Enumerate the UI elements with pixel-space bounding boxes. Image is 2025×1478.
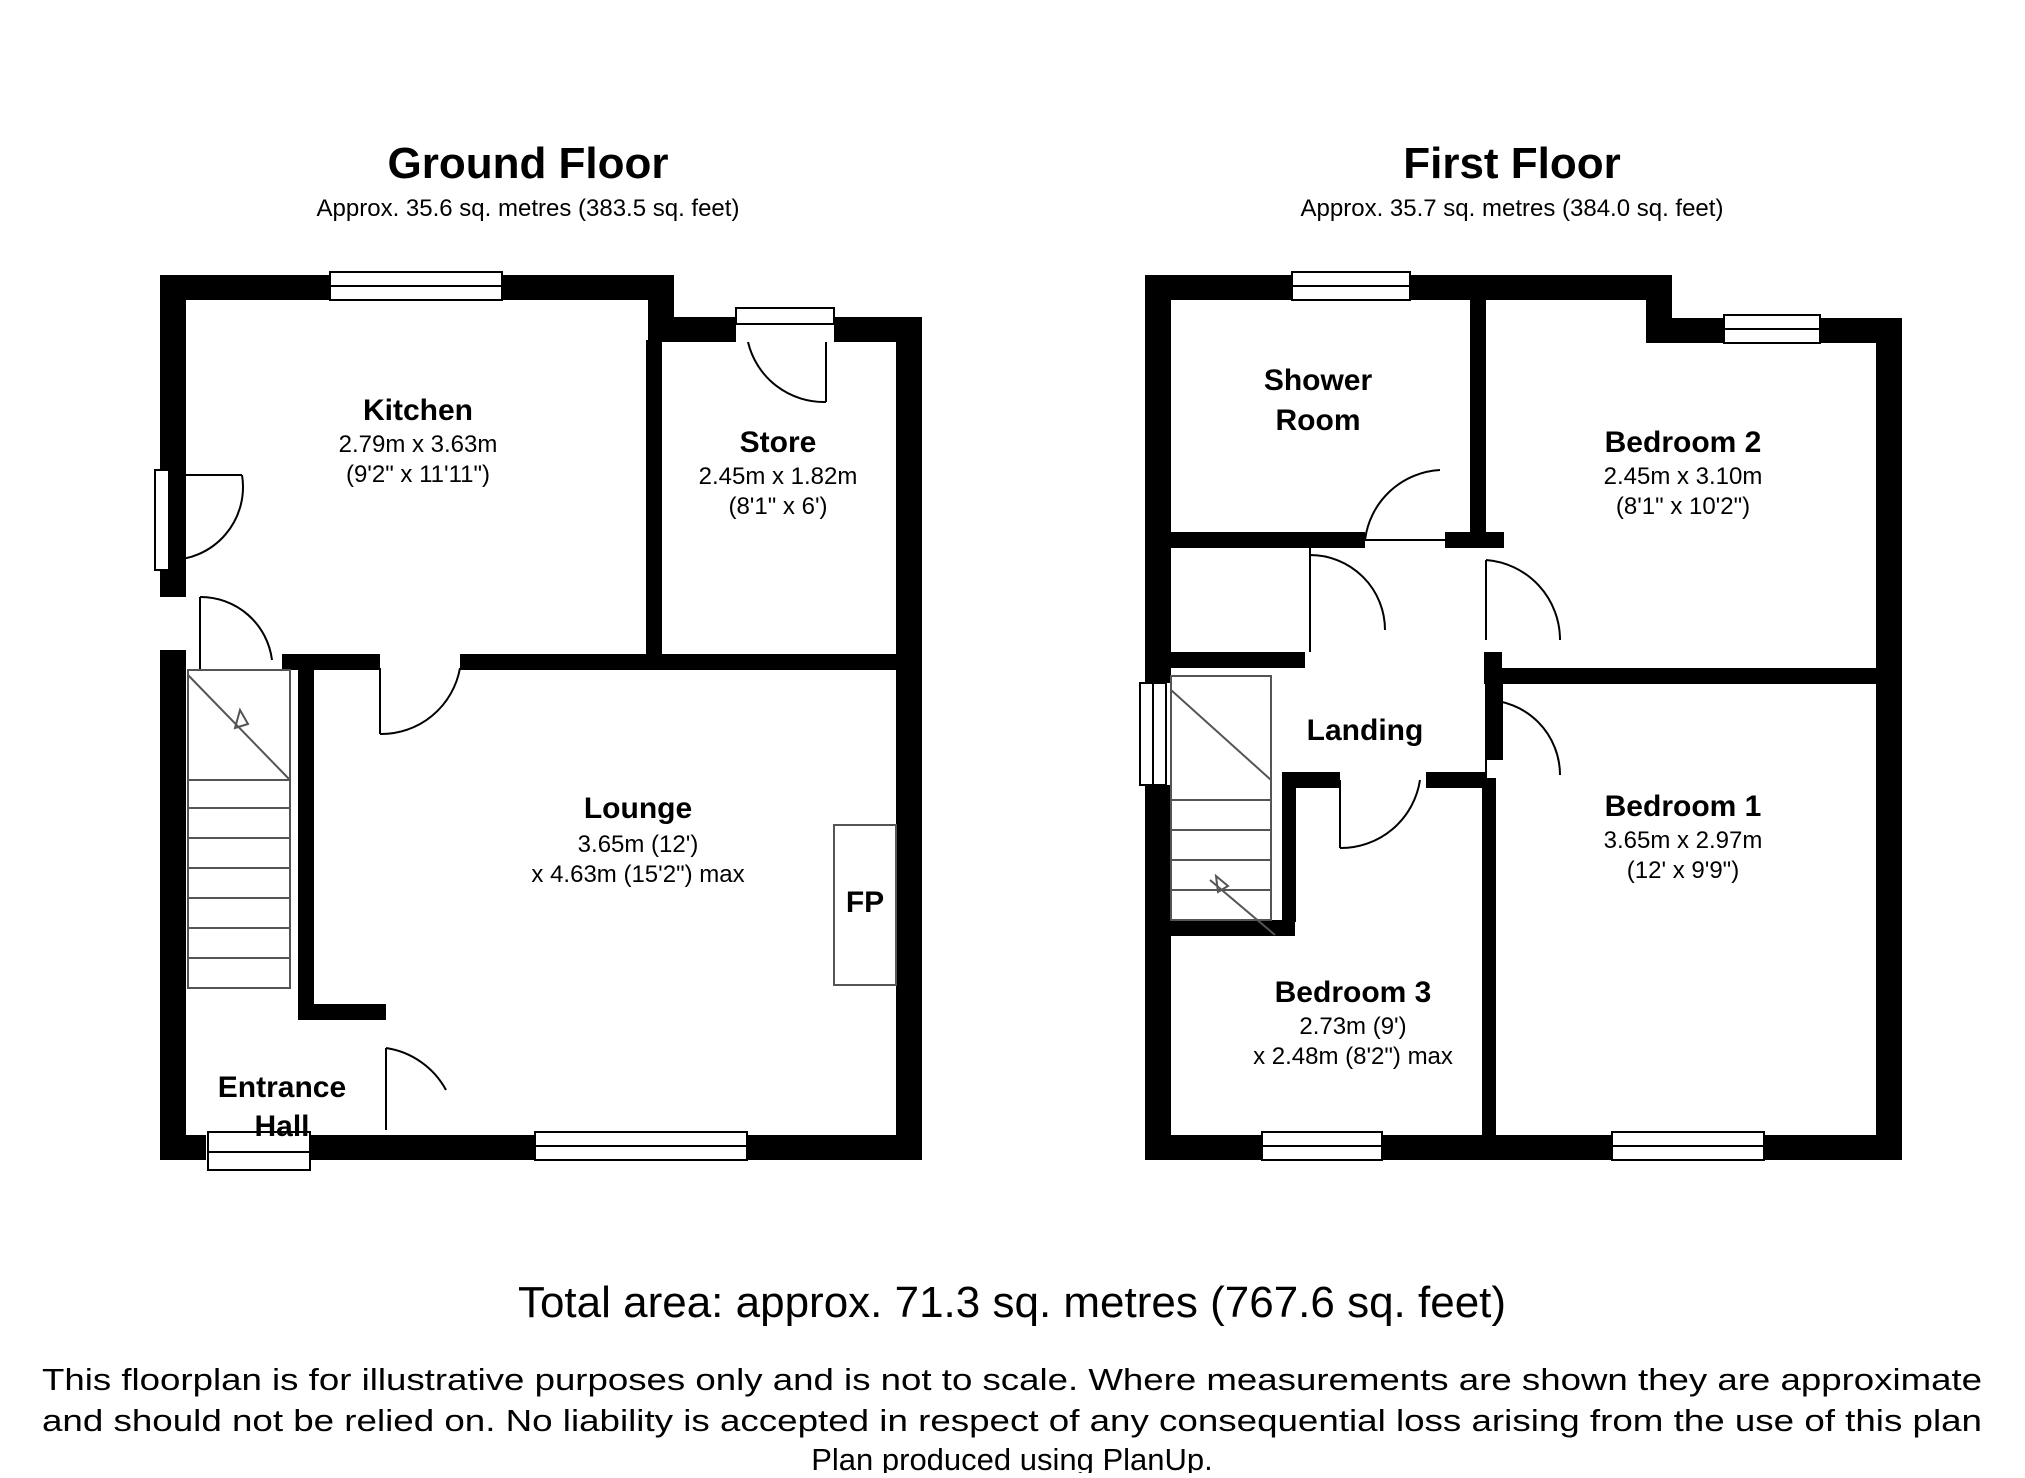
store-dimensions: 2.45m x 1.82m (699, 463, 858, 490)
fireplace-label: FP (846, 886, 884, 919)
total-area: Total area: approx. 71.3 sq. metres (767… (518, 1278, 1506, 1327)
store-dimensions-imperial: (8'1" x 6') (728, 493, 827, 520)
kitchen-dimensions: 2.79m x 3.63m (339, 431, 498, 458)
bedroom1-label: Bedroom 1 (1605, 790, 1762, 823)
ground-floor-plan: Ground Floor Approx. 35.6 sq. metres (38… (154, 139, 922, 1171)
bedroom2-label: Bedroom 2 (1605, 426, 1762, 459)
ground-floor-area: Approx. 35.6 sq. metres (383.5 sq. feet) (317, 195, 740, 222)
entrance-hall-label: Entrance (218, 1071, 346, 1104)
store-window (735, 307, 835, 325)
bedroom2-dimensions-imperial: (8'1" x 10'2") (1616, 493, 1750, 520)
bedroom1-dimensions-imperial: (12' x 9'9") (1627, 857, 1739, 884)
first-floor-doors (1309, 469, 1562, 850)
landing-label: Landing (1307, 714, 1424, 747)
bedroom3-dimensions: 2.73m (9') (1299, 1013, 1406, 1040)
disclaimer-line-3: Plan produced using PlanUp. (811, 1442, 1213, 1473)
lounge-label: Lounge (584, 792, 692, 825)
first-floor-area: Approx. 35.7 sq. metres (384.0 sq. feet) (1301, 195, 1724, 222)
ground-floor-stairs (187, 669, 291, 989)
first-floor-stairs (1170, 675, 1276, 936)
lounge-dimensions-max: x 4.63m (15'2") max (531, 861, 744, 888)
fireplace (833, 824, 897, 986)
first-floor-walls (1145, 275, 1902, 1160)
bedroom3-label: Bedroom 3 (1275, 976, 1432, 1009)
disclaimer-line-1: This floorplan is for illustrative purpo… (42, 1362, 1982, 1397)
shower-room-label: Shower (1264, 364, 1373, 397)
bedroom2-dimensions: 2.45m x 3.10m (1604, 463, 1763, 490)
bedroom1-dimensions: 3.65m x 2.97m (1604, 827, 1763, 854)
ground-floor-walls (160, 275, 922, 1160)
lounge-dimensions: 3.65m (12') (578, 831, 699, 858)
ground-floor-title: Ground Floor (387, 139, 668, 188)
ground-floor-windows (207, 271, 835, 1171)
shower-room-label-line2: Room (1276, 404, 1361, 437)
ground-floor-doors (154, 341, 827, 1130)
first-floor-plan: First Floor Approx. 35.7 sq. metres (384… (1139, 139, 1902, 1161)
bedroom3-dimensions-max: x 2.48m (8'2") max (1253, 1043, 1453, 1070)
entrance-hall-label-line2: Hall (254, 1110, 309, 1143)
kitchen-dimensions-imperial: (9'2" x 11'11") (346, 461, 490, 488)
store-label: Store (740, 426, 817, 459)
kitchen-label: Kitchen (363, 394, 473, 427)
footer: Total area: approx. 71.3 sq. metres (767… (42, 1278, 1982, 1477)
first-floor-windows (1139, 271, 1821, 1161)
disclaimer-line-2: and should not be relied on. No liabilit… (42, 1403, 1982, 1438)
first-floor-title: First Floor (1403, 139, 1621, 188)
